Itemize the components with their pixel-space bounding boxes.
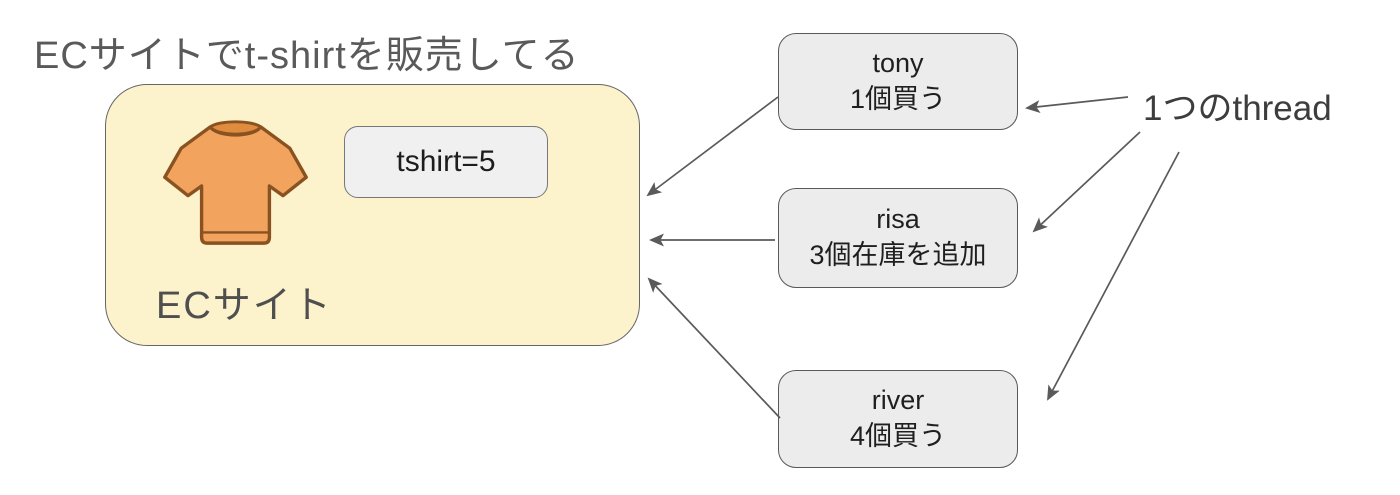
tshirt-icon: [158, 117, 313, 253]
arrow-tony-to-ecsite: [646, 96, 779, 197]
arrow-annotation-to-risa: [1032, 131, 1141, 233]
arrow-annotation-to-river: [1047, 151, 1180, 401]
arrow-river-to-ecsite: [647, 277, 781, 419]
thread-box-risa: risa 3個在庫を追加: [778, 188, 1018, 288]
thread-box-tony: tony 1個買う: [778, 33, 1018, 130]
arrow-annotation-to-tony: [1025, 96, 1129, 114]
thread-name: risa: [876, 204, 920, 235]
diagram-title: ECサイトでt-shirtを販売してる: [34, 35, 580, 77]
stock-counter-label: tshirt=5: [396, 145, 496, 178]
thread-action: 1個買う: [849, 83, 947, 114]
stock-counter-box: tshirt=5: [344, 126, 548, 198]
thread-name: river: [871, 385, 925, 416]
ec-site-box: tshirt=5 ECサイト: [105, 84, 640, 346]
thread-name: tony: [872, 47, 924, 78]
thread-action: 3個在庫を追加: [809, 240, 987, 270]
thread-action: 4個買う: [849, 421, 947, 451]
thread-annotation-label: 1つのthread: [1143, 89, 1332, 128]
ec-site-label: ECサイト: [156, 285, 333, 327]
thread-box-river: river 4個買う: [778, 370, 1018, 468]
